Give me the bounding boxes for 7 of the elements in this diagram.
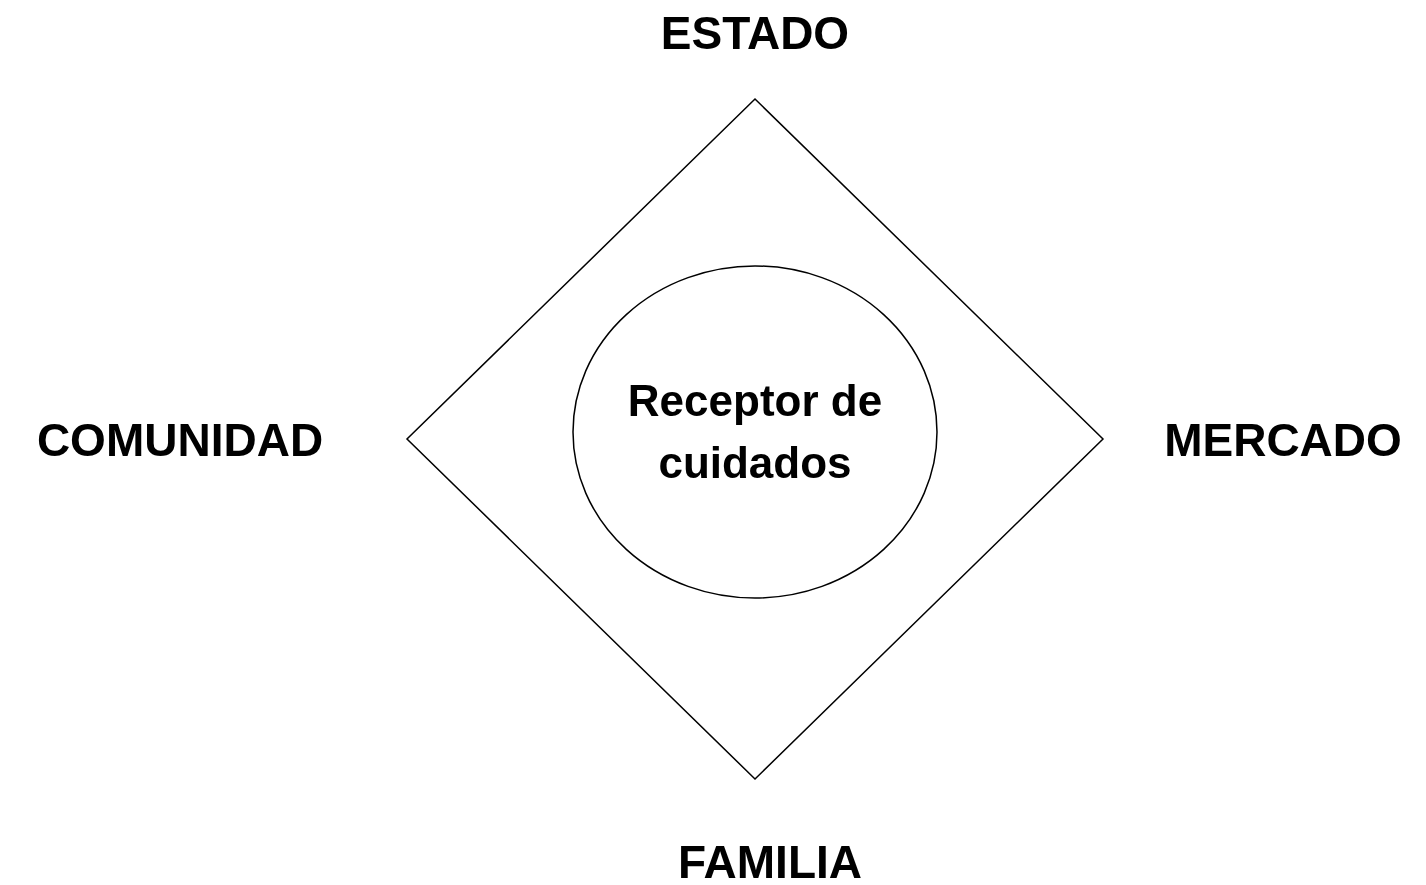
corner-label: ESTADO bbox=[660, 7, 850, 59]
diamond-shape bbox=[407, 99, 1103, 779]
node-text: Receptor de cuidados bbox=[626, 375, 884, 489]
corner-label: MERCADO bbox=[1164, 414, 1402, 466]
corner-label: COMUNIDAD bbox=[36, 414, 324, 466]
corner-label: FAMILIA bbox=[678, 836, 862, 885]
circle-node bbox=[573, 266, 937, 598]
